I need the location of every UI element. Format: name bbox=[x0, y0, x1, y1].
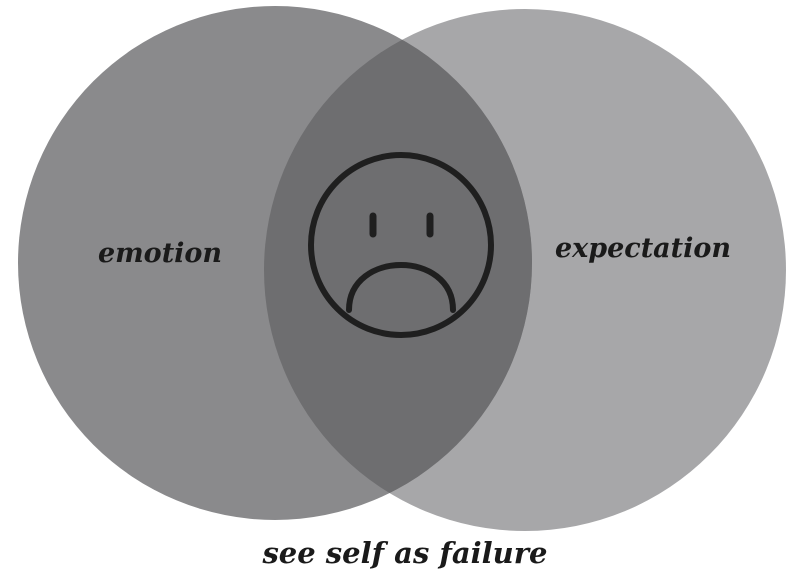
intersection-region bbox=[264, 9, 532, 520]
expectation-label: expectation bbox=[555, 233, 731, 264]
sad-face-outline bbox=[308, 152, 494, 338]
sad-face-icon bbox=[308, 152, 494, 338]
caption-text: see self as failure bbox=[261, 536, 547, 570]
emotion-label: emotion bbox=[98, 238, 222, 269]
sad-face-frown bbox=[346, 262, 456, 313]
